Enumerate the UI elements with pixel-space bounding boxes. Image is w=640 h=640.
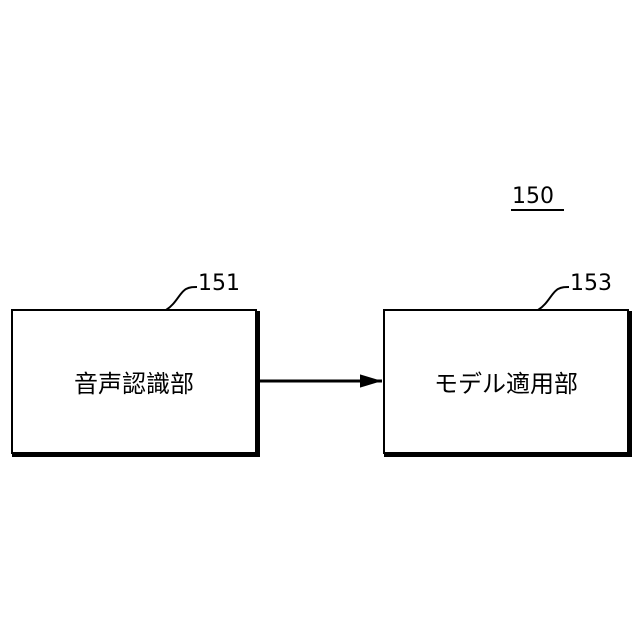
ref-number-153: 153 [570,271,612,296]
figure-ref-number: 150 [512,184,554,209]
ref-153-leader [538,287,569,310]
speech-recognition-block: 音声認識部 [12,310,260,455]
model-application-label: モデル適用部 [434,370,578,398]
speech-recognition-label: 音声認識部 [74,370,194,398]
ref-number-151: 151 [198,271,240,296]
ref-151-leader [166,287,197,310]
model-application-block: モデル適用部 [384,310,632,455]
